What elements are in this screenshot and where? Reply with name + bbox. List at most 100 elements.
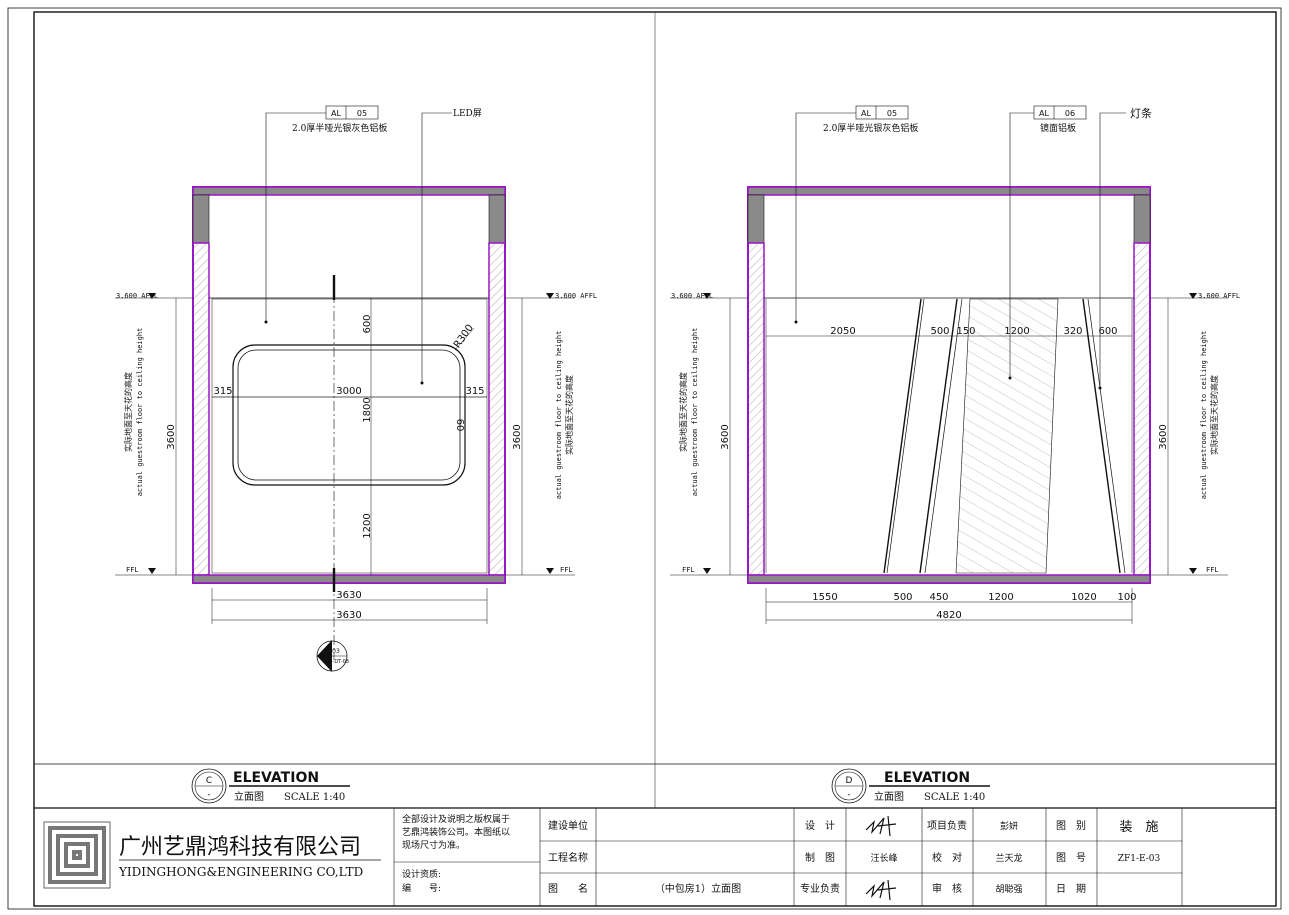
right-soffit-block bbox=[488, 194, 506, 244]
dim-top-1200: 1200 bbox=[1004, 326, 1029, 337]
side-note-cn-right: 实际地面至天花的高度 bbox=[1209, 375, 1219, 455]
side-note-cn-right: 实际地面至天花的高度 bbox=[564, 375, 574, 455]
callout-text-light-strip: 灯条 bbox=[1130, 106, 1152, 120]
level-top-left: 3.600 AFFL bbox=[671, 292, 713, 300]
ceiling-soffit bbox=[747, 186, 1151, 196]
dim-top-500: 500 bbox=[930, 326, 949, 337]
level-arrow bbox=[148, 293, 156, 299]
leader-al06 bbox=[1009, 112, 1034, 378]
dim-top-320: 320 bbox=[1063, 326, 1082, 337]
callout-num: 05 bbox=[887, 109, 897, 118]
dim-3600-left: 3600 bbox=[720, 424, 731, 449]
drawing-label: 图 名 bbox=[548, 882, 588, 895]
leader-al05 bbox=[265, 112, 326, 322]
dim-315-right: 315 bbox=[465, 386, 484, 397]
date-label: 日 期 bbox=[1056, 883, 1086, 895]
level-arrow bbox=[148, 568, 156, 574]
light-strip bbox=[919, 298, 958, 574]
callout-code: AL bbox=[331, 109, 341, 118]
check-name: 兰天龙 bbox=[995, 852, 1022, 864]
level-ffl-right: FFL bbox=[1206, 566, 1219, 574]
light-strip bbox=[886, 298, 925, 574]
right-wall-hatch bbox=[488, 242, 506, 576]
level-arrow bbox=[1189, 568, 1197, 574]
copyright-line-2: 艺鼎鸿装饰公司。本图纸以 bbox=[402, 826, 510, 838]
level-arrow bbox=[1189, 293, 1197, 299]
copyright-line-1: 全部设计及说明之版权属于 bbox=[402, 813, 510, 825]
level-top-right: 3.600 AFFL bbox=[555, 292, 597, 300]
level-ffl-left: FFL bbox=[682, 566, 695, 574]
mirror-panel bbox=[955, 298, 1059, 574]
number-value: ZF1-E-03 bbox=[1118, 854, 1161, 864]
review-label: 审 核 bbox=[932, 882, 962, 895]
dim-3630-a: 3630 bbox=[336, 590, 361, 601]
elevation-c: 600 1800 1200 315 3000 315 R300 60 3.600… bbox=[115, 105, 597, 672]
level-arrow bbox=[546, 293, 554, 299]
design-label: 设 计 bbox=[805, 819, 835, 832]
level-top-right: 3.600 AFFL bbox=[1198, 292, 1240, 300]
leader-dot bbox=[1008, 376, 1012, 380]
callout-tag bbox=[325, 105, 379, 120]
left-wall-hatch bbox=[192, 242, 210, 576]
side-note-cn-left: 实际地面至天花的高度 bbox=[678, 372, 688, 452]
side-note-cn-left: 实际地面至天花的高度 bbox=[123, 372, 133, 452]
client-label: 建设单位 bbox=[548, 819, 588, 832]
side-note-en-right: actual guestroom floor to ceiling height bbox=[555, 331, 563, 500]
leader-dot bbox=[794, 320, 798, 324]
drawing-name: （中包房1）立面图 bbox=[655, 882, 741, 895]
title-bubble bbox=[831, 768, 867, 804]
led-screen-inner bbox=[237, 349, 461, 481]
right-wall-hatch bbox=[1133, 242, 1151, 576]
level-arrow bbox=[703, 293, 711, 299]
dim-1200: 1200 bbox=[362, 513, 373, 538]
title-d: D - ELEVATION 立面图 SCALE 1:40 bbox=[831, 768, 990, 804]
company-logo bbox=[43, 821, 111, 889]
title-letter: C bbox=[206, 776, 212, 786]
dim-600: 600 bbox=[362, 314, 373, 333]
draw-name: 汪长峰 bbox=[870, 852, 897, 864]
dim-60: 60 bbox=[454, 419, 465, 432]
left-wall-hatch bbox=[747, 242, 765, 576]
title-block bbox=[393, 808, 1183, 906]
pm-label: 项目负责 bbox=[927, 819, 967, 832]
qualification-label: 设计资质: bbox=[402, 868, 441, 880]
left-soffit-block bbox=[747, 194, 765, 244]
callout-text-al05: 2.0厚半哑光银灰色铝板 bbox=[292, 122, 387, 134]
callout-num: 05 bbox=[357, 109, 367, 118]
check-label: 校 对 bbox=[932, 851, 962, 864]
wall-frame-outer bbox=[192, 186, 506, 584]
callout-text-al06: 镜面铝板 bbox=[1040, 122, 1076, 134]
light-strip bbox=[1082, 298, 1121, 574]
designer-signature bbox=[865, 815, 897, 837]
title-scale: SCALE 1:40 bbox=[284, 792, 345, 803]
dim-total-4820: 4820 bbox=[936, 610, 961, 621]
serial-label: 编 号: bbox=[402, 882, 441, 894]
outer-frame bbox=[7, 7, 1282, 910]
dim-3600-right: 3600 bbox=[1158, 424, 1169, 449]
callout-text-al05: 2.0厚半哑光银灰色铝板 bbox=[823, 122, 918, 134]
side-note-en-left: actual guestroom floor to ceiling height bbox=[691, 328, 699, 497]
wall-panel bbox=[211, 298, 488, 574]
ceiling-soffit bbox=[192, 186, 506, 196]
led-screen-outer bbox=[232, 344, 466, 486]
category-value: 装 施 bbox=[1119, 820, 1158, 835]
dim-1800: 1800 bbox=[362, 397, 373, 422]
callout-tag bbox=[1033, 105, 1087, 120]
dim-3600-right: 3600 bbox=[512, 424, 523, 449]
dim-bot-1020: 1020 bbox=[1071, 592, 1096, 603]
callout-code: AL bbox=[1039, 109, 1049, 118]
light-strip bbox=[1087, 298, 1126, 574]
light-strip bbox=[883, 298, 922, 574]
dim-bot-100: 100 bbox=[1117, 592, 1136, 603]
dim-top-150: 150 bbox=[956, 326, 975, 337]
floor-slab bbox=[192, 574, 506, 584]
section-ref: ZF1-DT-03 bbox=[323, 659, 349, 665]
leader-dot bbox=[264, 320, 268, 324]
title-dash: - bbox=[207, 790, 210, 800]
elevation-d: 2050 500 150 1200 320 600 3.600 AFFL 3.6… bbox=[670, 105, 1240, 624]
title-bubble bbox=[191, 768, 227, 804]
level-ffl-right: FFL bbox=[560, 566, 573, 574]
company-name-cn: 广州艺鼎鸿科技有限公司 bbox=[119, 835, 361, 860]
callout-text-led: LED屏 bbox=[453, 108, 482, 119]
